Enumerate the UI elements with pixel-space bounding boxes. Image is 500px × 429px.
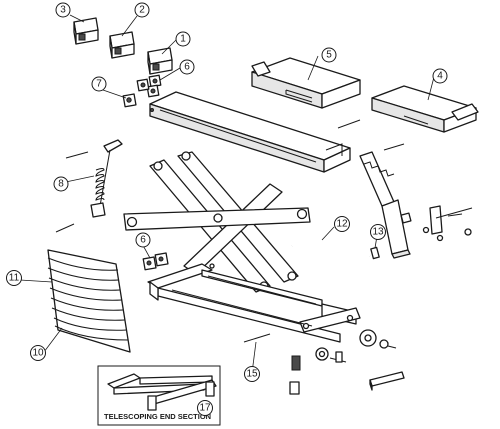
svg-text:15: 15 xyxy=(246,369,258,380)
upper-channel-beam xyxy=(149,91,351,173)
toothed-latch-assembly xyxy=(359,151,412,259)
svg-text:3: 3 xyxy=(60,5,66,16)
corrugated-panel xyxy=(47,249,131,353)
svg-text:6: 6 xyxy=(140,235,146,246)
inset-caption: TELESCOPING END SECTION xyxy=(104,412,211,421)
callout-7: 7 xyxy=(91,76,107,92)
svg-text:10: 10 xyxy=(32,348,44,359)
svg-text:4: 4 xyxy=(437,71,443,82)
pin-left-lower xyxy=(55,223,75,233)
end-cap-part-1 xyxy=(147,47,173,75)
svg-text:1: 1 xyxy=(180,34,186,45)
callout-13: 13 xyxy=(370,224,386,240)
spring-handle-part-8 xyxy=(90,139,123,218)
svg-text:7: 7 xyxy=(96,79,102,90)
svg-text:13: 13 xyxy=(372,227,384,238)
slide-channel-part-5 xyxy=(251,57,361,109)
svg-text:11: 11 xyxy=(9,273,20,284)
callout-8: 8 xyxy=(53,176,69,192)
callout-5: 5 xyxy=(321,47,337,63)
end-cap-part-2 xyxy=(109,31,135,59)
callout-10: 10 xyxy=(30,345,46,361)
callout-2: 2 xyxy=(134,2,150,18)
washer-part-7 xyxy=(122,93,137,108)
washer-set-part-6 xyxy=(136,74,162,98)
svg-text:2: 2 xyxy=(139,5,145,16)
base-frame xyxy=(147,263,361,343)
pin-upper-right xyxy=(337,119,405,151)
angle-bracket xyxy=(369,371,405,391)
end-cap-part-3 xyxy=(73,17,99,45)
spring-pin-set xyxy=(289,355,301,395)
callout-6-upper: 6 xyxy=(179,59,195,75)
svg-text:8: 8 xyxy=(58,179,64,190)
callout-4: 4 xyxy=(432,68,448,84)
callout-3: 3 xyxy=(55,2,71,18)
callout-12: 12 xyxy=(334,216,350,232)
washer-set-part-6-lower xyxy=(142,252,169,271)
callout-11: 11 xyxy=(6,270,22,286)
svg-text:17: 17 xyxy=(199,403,211,414)
locking-bracket xyxy=(422,205,473,242)
slide-channel-part-4 xyxy=(371,85,479,133)
clip-part-13 xyxy=(370,246,380,260)
inset-telescoping-end-section: TELESCOPING END SECTION xyxy=(97,365,221,426)
callout-1: 1 xyxy=(175,31,191,47)
pin-left-upper xyxy=(65,151,89,159)
coil-spring xyxy=(95,168,105,201)
flex-tube-part-12 xyxy=(291,239,371,257)
scissor-arm-4 xyxy=(123,207,311,231)
callout-15: 15 xyxy=(244,366,260,382)
svg-text:6: 6 xyxy=(184,62,190,73)
pin-part-15 xyxy=(243,333,271,343)
svg-text:5: 5 xyxy=(326,50,332,61)
roller-assembly xyxy=(315,329,397,363)
svg-text:12: 12 xyxy=(336,219,348,230)
callout-17: 17 xyxy=(197,400,213,416)
callout-6-lower: 6 xyxy=(135,232,151,248)
